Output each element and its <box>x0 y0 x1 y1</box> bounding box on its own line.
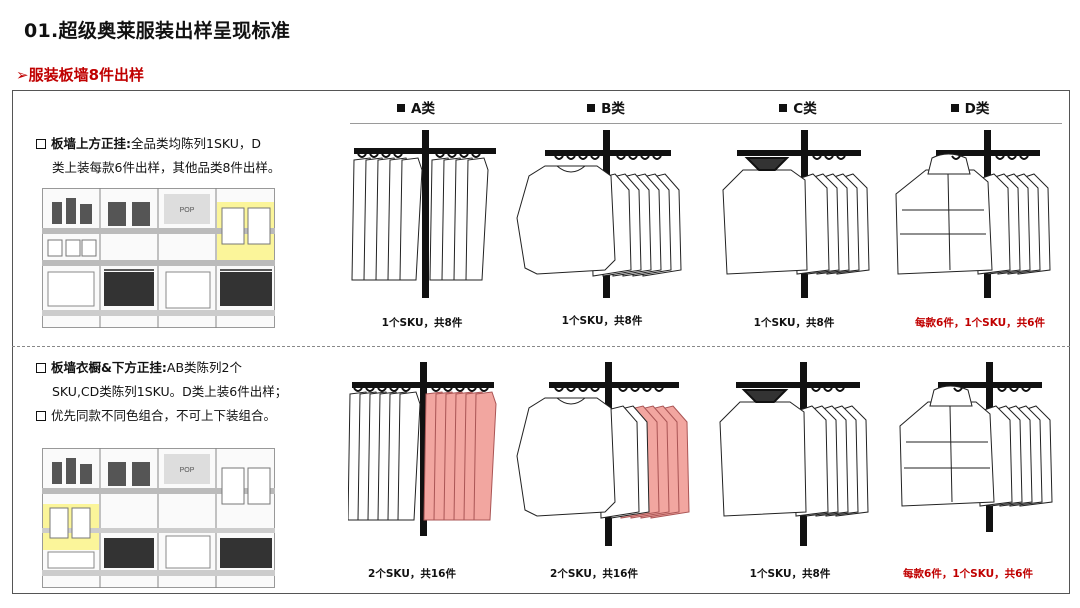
rule-bottom-label: 板墙衣橱&下方正挂: <box>51 360 167 375</box>
checkbox-icon <box>36 411 46 421</box>
page-title: 01.超级奥莱服装出样呈现标准 <box>24 20 291 42</box>
column-head-b: B类 <box>556 97 656 117</box>
rule-bottom-text2: SKU,CD类陈列1SKU。D类上装6件出样； <box>52 384 288 399</box>
rule-bottom: 板墙衣橱&下方正挂:AB类陈列2个 SKU,CD类陈列1SKU。D类上装6件出样… <box>36 356 316 428</box>
rule-top-text1: 全品类均陈列1SKU，D <box>131 136 262 151</box>
caption-a-bottom: 2个SKU，共16件 <box>368 568 456 580</box>
square-bullet-icon <box>397 104 406 112</box>
caption-b-top: 1个SKU，共8件 <box>561 315 643 327</box>
square-bullet-icon <box>779 104 788 112</box>
garment-rack-icon <box>899 362 1053 532</box>
column-head-d: D类 <box>920 97 1020 117</box>
garment-rack-icon <box>516 130 682 298</box>
checkbox-icon <box>36 139 46 149</box>
pop-label: POP <box>180 207 195 214</box>
pop-label: POP <box>180 467 195 474</box>
row-divider <box>12 346 1070 347</box>
garment-rack-icon <box>348 362 497 536</box>
caption-d-top: 每款6件，1个SKU，共6件 <box>915 317 1045 329</box>
garment-rack-icon <box>722 130 870 298</box>
content-frame <box>12 90 1070 594</box>
garment-rack-icon <box>351 130 496 298</box>
rule-top: 板墙上方正挂:全品类均陈列1SKU，D 类上装每款6件出样，其他品类8件出样。 <box>36 132 316 180</box>
square-bullet-icon <box>587 104 596 112</box>
caption-d-bottom: 每款6件，1个SKU，共6件 <box>903 568 1033 580</box>
column-head-c: C类 <box>748 97 848 117</box>
section-title: ➢服装板墙8件出样 <box>16 66 145 84</box>
checkbox-icon <box>36 363 46 373</box>
display-wall-icon: POP <box>42 188 275 328</box>
column-head-a: A类 <box>366 97 466 117</box>
caption-c-top: 1个SKU，共8件 <box>753 317 835 329</box>
rule-bottom-text3: 优先同款不同色组合，不可上下装组合。 <box>51 408 277 423</box>
rule-bottom-text1: AB类陈列2个 <box>166 360 242 375</box>
garment-rack-icon <box>895 130 1051 298</box>
caption-b-bottom: 2个SKU，共16件 <box>550 568 638 580</box>
garment-rack-icon <box>516 362 690 546</box>
display-wall-icon: POP <box>42 448 275 588</box>
square-bullet-icon <box>950 104 959 112</box>
rule-top-label: 板墙上方正挂: <box>51 136 131 151</box>
caption-a-top: 1个SKU，共8件 <box>381 317 463 329</box>
header-underline <box>350 123 1062 124</box>
rule-top-text2: 类上装每款6件出样，其他品类8件出样。 <box>52 160 281 175</box>
garment-rack-icon <box>719 362 869 546</box>
caption-c-bottom: 1个SKU，共8件 <box>749 568 831 580</box>
